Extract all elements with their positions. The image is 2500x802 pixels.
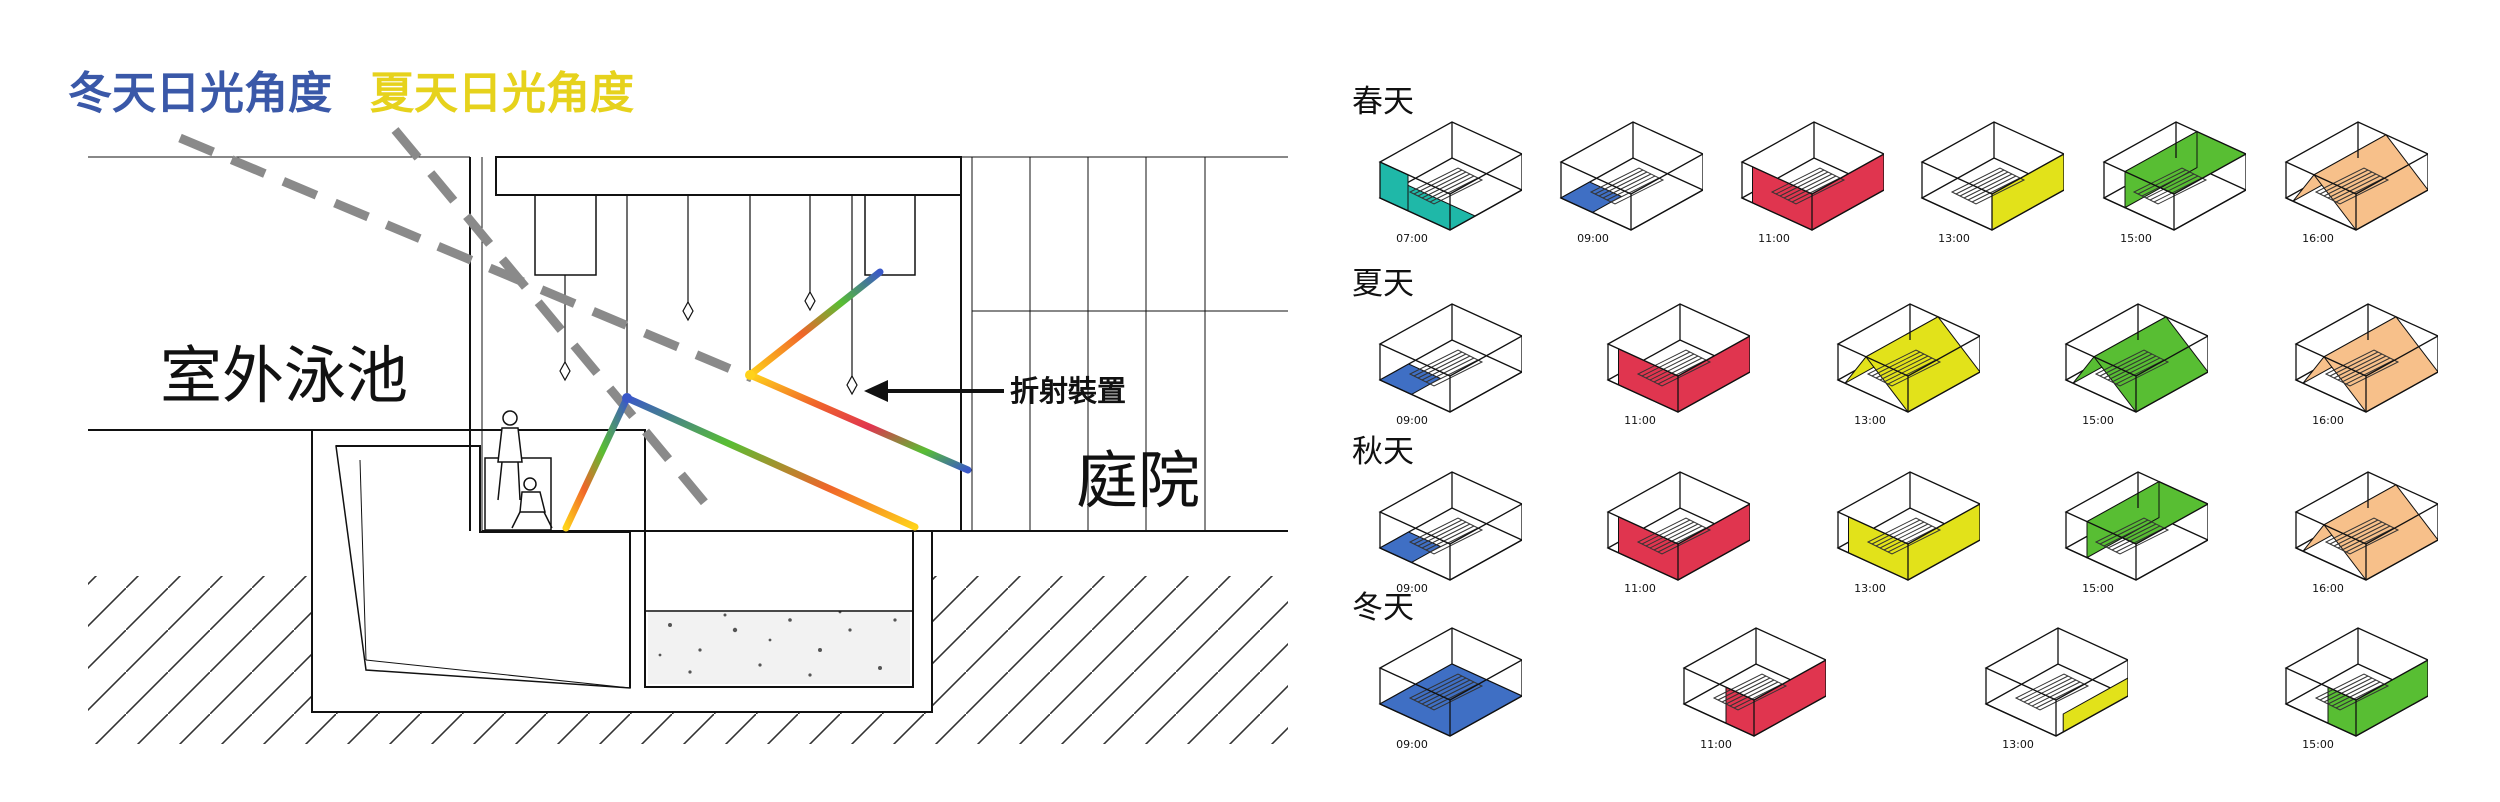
inner-slab xyxy=(336,445,631,688)
isometric-box xyxy=(1606,303,1750,413)
sun-study-box: 15:00 xyxy=(2278,620,2428,760)
sun-study-box: 13:00 xyxy=(1978,620,2128,760)
gravel xyxy=(658,610,897,677)
sun-study-box: 13:00 xyxy=(1914,114,2064,254)
time-label: 15:00 xyxy=(2082,582,2114,595)
sun-study-box: 11:00 xyxy=(1600,464,1750,604)
label-refraction-device: 折射裝置 xyxy=(1010,374,1127,408)
time-label: 16:00 xyxy=(2312,582,2344,595)
sun-study-box: 07:00 xyxy=(1372,114,1522,254)
sun-study-box: 15:00 xyxy=(2058,296,2208,436)
legend-summer-angle: 夏天日光角度 xyxy=(370,68,634,119)
sun-study-box: 13:00 xyxy=(1830,296,1980,436)
isometric-box xyxy=(2294,471,2438,581)
refraction-pendants xyxy=(559,195,858,400)
sun-study-box: 15:00 xyxy=(2058,464,2208,604)
isometric-box xyxy=(1682,627,1826,737)
time-label: 15:00 xyxy=(2082,414,2114,427)
time-label: 09:00 xyxy=(1577,232,1609,245)
device-arrow xyxy=(864,380,1004,402)
time-label: 11:00 xyxy=(1624,414,1656,427)
left-void xyxy=(88,430,312,576)
sun-study-box: 16:00 xyxy=(2288,296,2438,436)
isometric-box xyxy=(2064,471,2208,581)
isometric-box xyxy=(1836,471,1980,581)
time-label: 13:00 xyxy=(1938,232,1970,245)
isometric-box xyxy=(1606,471,1750,581)
isometric-box xyxy=(1378,471,1522,581)
sun-study-box: 16:00 xyxy=(2288,464,2438,604)
sun-study-box: 11:00 xyxy=(1600,296,1750,436)
isometric-box xyxy=(2284,627,2428,737)
season-label: 秋天 xyxy=(1352,434,1414,470)
label-outdoor-pool: 室外泳池 xyxy=(160,339,409,412)
time-label: 15:00 xyxy=(2302,738,2334,751)
sun-study-box: 13:00 xyxy=(1830,464,1980,604)
time-label: 11:00 xyxy=(1700,738,1732,751)
sun-study-box: 15:00 xyxy=(2096,114,2246,254)
building-outline xyxy=(88,156,1288,532)
isometric-box xyxy=(2294,303,2438,413)
label-courtyard: 庭院 xyxy=(1076,444,1201,517)
sun-angle-lines xyxy=(178,127,754,518)
season-label: 夏天 xyxy=(1352,266,1414,302)
refracted-rays xyxy=(562,268,972,532)
time-label: 11:00 xyxy=(1624,582,1656,595)
time-label: 13:00 xyxy=(1854,582,1886,595)
sun-study-box: 09:00 xyxy=(1372,296,1522,436)
isometric-box xyxy=(1836,303,1980,413)
time-label: 09:00 xyxy=(1396,414,1428,427)
sun-study-box: 11:00 xyxy=(1676,620,1826,760)
sun-study-box: 09:00 xyxy=(1372,464,1522,604)
isometric-box xyxy=(1920,121,2064,231)
people-figures xyxy=(484,410,553,531)
sun-study-box: 09:00 xyxy=(1553,114,1703,254)
time-label: 07:00 xyxy=(1396,232,1428,245)
time-label: 16:00 xyxy=(2312,414,2344,427)
isometric-box xyxy=(2064,303,2208,413)
isometric-box xyxy=(1378,303,1522,413)
sun-study-box: 16:00 xyxy=(2278,114,2428,254)
time-label: 13:00 xyxy=(2002,738,2034,751)
isometric-box xyxy=(1740,121,1884,231)
sun-study-box: 11:00 xyxy=(1734,114,1884,254)
section-drawing xyxy=(88,127,1288,744)
isometric-box xyxy=(1984,627,2128,737)
isometric-box xyxy=(2284,121,2428,231)
isometric-box xyxy=(2102,121,2246,231)
time-label: 09:00 xyxy=(1396,582,1428,595)
isometric-box xyxy=(1378,121,1522,231)
time-label: 13:00 xyxy=(1854,414,1886,427)
time-label: 16:00 xyxy=(2302,232,2334,245)
courtyard-fins xyxy=(1029,157,1206,531)
legend-winter-angle: 冬天日光角度 xyxy=(68,68,332,119)
time-label: 15:00 xyxy=(2120,232,2152,245)
time-label: 11:00 xyxy=(1758,232,1790,245)
season-label: 春天 xyxy=(1352,84,1414,120)
isometric-box xyxy=(1378,627,1522,737)
time-label: 09:00 xyxy=(1396,738,1428,751)
sun-study-box: 09:00 xyxy=(1372,620,1522,760)
season-label: 冬天 xyxy=(1352,590,1414,626)
isometric-box xyxy=(1559,121,1703,231)
